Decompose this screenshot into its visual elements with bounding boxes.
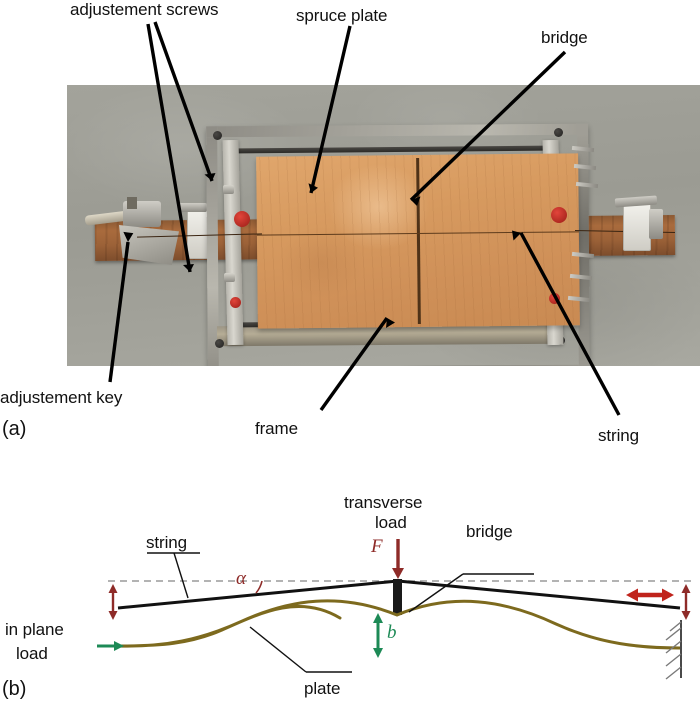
label-plate-schematic: plate <box>304 679 341 698</box>
left-double-arrow-head-up <box>108 584 118 593</box>
force-arrow-head <box>392 568 404 579</box>
symbol-force-F: F <box>371 536 383 557</box>
label-adjustement-key: adjustement key <box>0 388 123 407</box>
deflection-arrow-head-down <box>373 648 383 658</box>
label-transverse-load-line1: transverse <box>344 493 423 512</box>
adjustement-key-screw <box>127 197 137 209</box>
string-right-segment-schematic <box>397 579 681 610</box>
bridge-leader <box>408 573 464 613</box>
right-double-arrow-head-down <box>681 611 691 620</box>
frame-corner-bolt <box>213 131 222 140</box>
label-bridge-schematic: bridge <box>466 522 513 541</box>
label-frame: frame <box>255 419 298 438</box>
in-plane-load-arrow-head <box>114 641 124 651</box>
apparatus-photograph <box>67 85 700 366</box>
label-adjustement-screws: adjustement screws <box>70 0 219 19</box>
label-string-schematic: string <box>146 533 187 552</box>
panel-tag-b: (b) <box>2 678 27 700</box>
left-double-arrow-head-down <box>108 611 118 620</box>
horizontal-double-arrow-head-right <box>662 588 674 602</box>
label-transverse-load-line2: load <box>375 513 407 532</box>
horizontal-double-arrow-head-left <box>626 588 638 602</box>
left-clamp-bolt <box>179 203 207 212</box>
plate-curve <box>116 599 682 650</box>
plate-leader <box>249 626 307 673</box>
label-spruce-plate: spruce plate <box>296 6 388 25</box>
left-red-anchor <box>234 211 250 227</box>
label-in-plane-load-line2: load <box>16 644 48 663</box>
adjustement-screw-head <box>224 273 235 282</box>
symbol-deflection-b: b <box>387 622 397 643</box>
deflection-arrow-head-up <box>373 613 383 623</box>
panel-tag-a: (a) <box>2 418 27 440</box>
label-in-plane-load-line1: in plane <box>5 620 64 639</box>
angle-arc <box>255 580 263 594</box>
string-leader <box>173 552 189 599</box>
label-bridge-photo: bridge <box>541 28 588 47</box>
frame-corner-bolt <box>215 339 224 348</box>
right-clamp-nut <box>649 209 663 239</box>
string-left-segment-schematic <box>117 579 399 610</box>
support-hatching <box>665 621 682 680</box>
spruce-plate <box>256 153 580 329</box>
right-red-anchor-lower <box>549 293 560 304</box>
adjustement-screw-head <box>223 185 234 194</box>
symbol-angle-alpha: α <box>236 568 246 589</box>
bridge-bar <box>393 579 402 615</box>
left-red-anchor-lower <box>230 297 241 308</box>
right-red-anchor <box>551 207 567 223</box>
frame-corner-bolt <box>554 128 563 137</box>
right-white-clamp <box>623 203 651 251</box>
right-double-arrow-head-up <box>681 584 691 593</box>
label-string-photo: string <box>598 426 639 445</box>
